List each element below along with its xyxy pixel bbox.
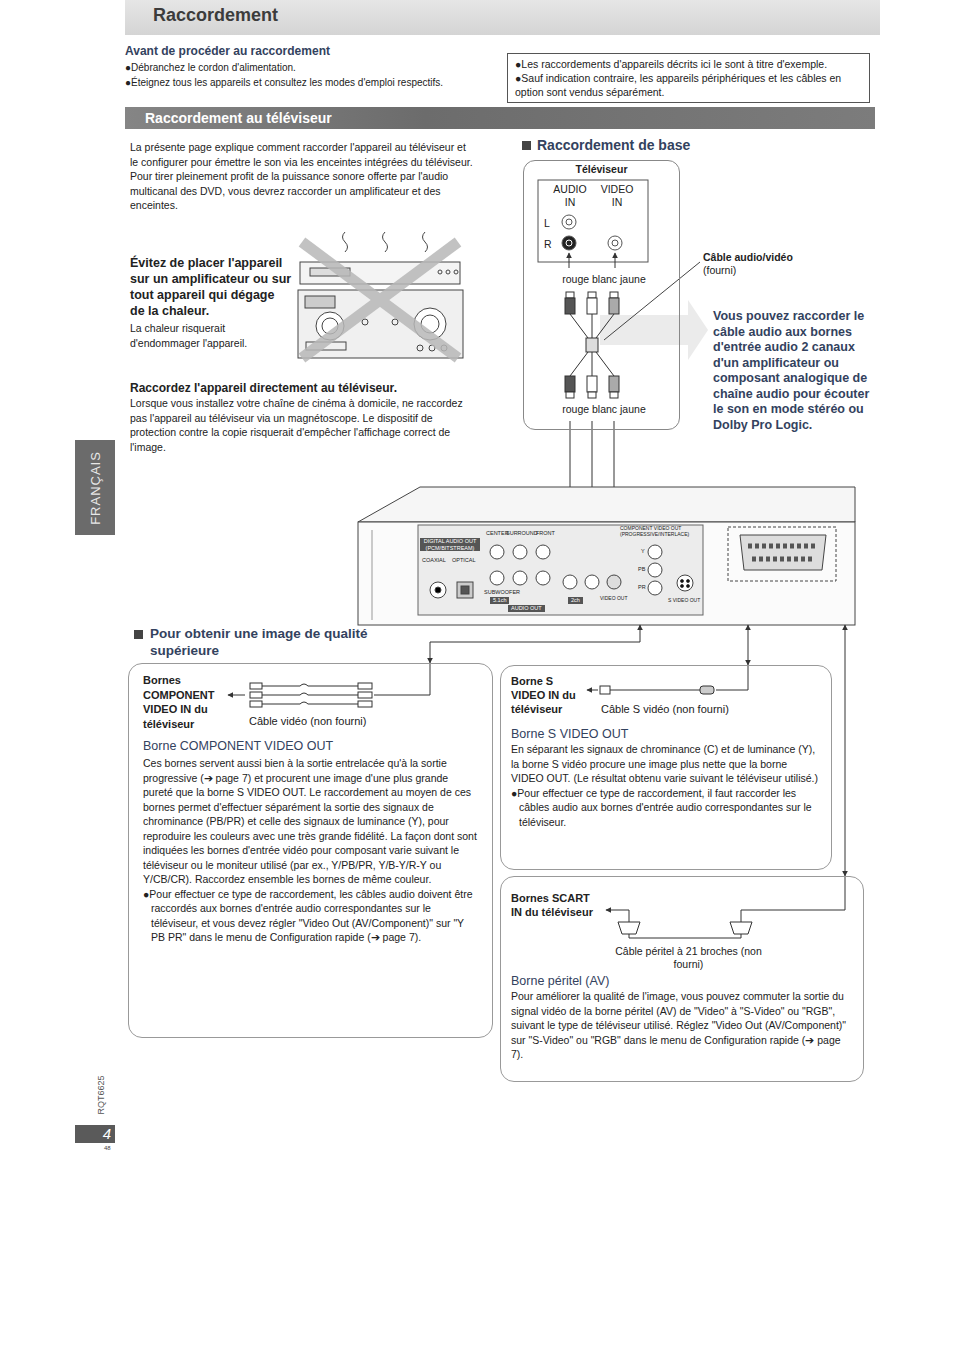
panel-label: 5.1ch [490, 597, 509, 604]
pointer-arrow [587, 690, 598, 691]
box-heading: Borne S VIDEO OUT [511, 726, 819, 742]
terminal-label: AUDIO IN [549, 183, 591, 209]
cable-caption: Câble S vidéo (non fourni) [601, 702, 801, 716]
heading-square [522, 141, 531, 150]
dvd-player: DIGITAL AUDIO OUT (PCM/BITSTREAM) COAXIAL… [358, 485, 855, 625]
pointer-arrow [228, 695, 245, 696]
s-video-cable [600, 686, 714, 694]
cable-caption: Câble vidéo (non fourni) [249, 714, 449, 728]
cable-connector [430, 625, 640, 663]
title-band: Raccordement [125, 0, 880, 35]
pointer-arrow [606, 910, 629, 922]
panel-label: PR [638, 584, 646, 591]
panel-label: PB [638, 566, 645, 573]
language-tab: FRANÇAIS [75, 440, 115, 535]
section-title: Raccordement au téléviseur [145, 109, 332, 127]
note-box: ●Les raccordements d'appareils décrits i… [507, 53, 870, 103]
heading-square [134, 630, 143, 639]
cable-name: Câble audio/vidéo [703, 251, 793, 264]
dvd-player-rear [358, 487, 855, 625]
terminal-label: VIDEO IN [596, 183, 638, 209]
scart-cable [618, 922, 752, 938]
text-column: Raccordez l'appareil directement au télé… [130, 380, 480, 454]
tip-text: Vous pouvez raccorder le câble audio aux… [713, 309, 871, 433]
body-text: Pour améliorer la qualité de l'image, vo… [511, 989, 853, 1062]
document-code: RQT6625 [96, 1075, 107, 1114]
cable-note: (fourni) [703, 264, 736, 277]
box-heading: Borne péritel (AV) [511, 973, 853, 989]
bullet-text: ●Pour effectuer ce type de raccordement,… [143, 887, 478, 945]
page-number: 4 [75, 1125, 111, 1143]
panel-label: S VIDEO OUT [668, 597, 700, 603]
text-column: La présente page explique comment raccor… [130, 140, 475, 213]
panel-label: OPTICAL [452, 557, 476, 564]
sheet-number: 48 [104, 1145, 111, 1152]
terminal-caption: Bornes SCART IN du téléviseur [511, 891, 601, 919]
panel-label: SUBWOOFER [484, 589, 520, 596]
body-text: En séparant les signaux de chrominance (… [511, 742, 819, 786]
section-heading: Pour obtenir une image de qualité supéri… [150, 626, 405, 659]
page-title: Raccordement [153, 4, 278, 26]
leader-line [741, 877, 845, 922]
plug-colors: rouge blanc jaune [539, 403, 669, 416]
component-cable [250, 683, 372, 707]
s-video-box: Borne S VIDEO IN du téléviseurCâble S vi… [500, 665, 832, 870]
amplifier-illustration [298, 232, 463, 358]
panel-label: COMPONENT VIDEO OUT (PROGRESSIVE/INTERLA… [620, 525, 686, 537]
bullet-text: ●Débranchez le cordon d'alimentation. [125, 61, 296, 74]
warning-heading: Évitez de placer l'appareil sur un ampli… [130, 255, 292, 319]
cable-connector [845, 625, 846, 876]
panel-label: SURROUND [506, 530, 538, 537]
leader-line [374, 664, 430, 695]
body-text: Lorsque vous installez votre chaîne de c… [130, 396, 480, 454]
terminal-caption: Bornes COMPONENT VIDEO IN du téléviseur [143, 673, 227, 731]
body-text: La chaleur risquerait d'endommager l'app… [130, 321, 292, 350]
section-band: Raccordement au téléviseur [125, 107, 875, 129]
body-text: La présente page explique comment raccor… [130, 140, 475, 169]
panel-label: COAXIAL [422, 557, 446, 564]
tv-panel [538, 180, 648, 262]
scart-box: Bornes SCART IN du téléviseurCâble périt… [500, 876, 864, 1082]
tv-box: TéléviseurAUDIO INVIDEO IN LRrouge blanc … [523, 160, 680, 430]
warning-heading: Raccordez l'appareil directement au télé… [130, 380, 480, 396]
panel-label: AUDIO OUT [508, 605, 545, 612]
device-name: Téléviseur [524, 163, 679, 176]
panel-label: FRONT [536, 530, 555, 537]
section-intro-heading: Avant de procéder au raccordement [125, 44, 330, 59]
bullet-text: ●Éteignez tous les appareils et consulte… [125, 76, 443, 89]
panel-label: CENTER [486, 530, 509, 537]
panel-label: DIGITAL AUDIO OUT (PCM/BITSTREAM) [420, 538, 480, 551]
body-text: Pour tirer pleinement profit de la puiss… [130, 169, 475, 213]
plug-arrow [615, 253, 616, 268]
cable-caption: Câble péritel à 21 broches (non fourni) [601, 945, 776, 971]
channel-label: L [544, 217, 550, 230]
text-column: Évitez de placer l'appareil sur un ampli… [130, 255, 292, 350]
page-number-box: 4 [75, 1125, 115, 1143]
cable-connector [748, 625, 749, 665]
av-cable [565, 292, 619, 398]
panel-label: VIDEO OUT [600, 595, 628, 601]
cable-connector [592, 430, 593, 485]
note-text: ●Sauf indication contraire, les appareil… [515, 71, 862, 99]
component-box: Bornes COMPONENT VIDEO IN du téléviseurC… [128, 663, 493, 1038]
note-text: ●Les raccordements d'appareils décrits i… [515, 57, 862, 71]
box-heading: Borne COMPONENT VIDEO OUT [143, 738, 478, 754]
plug-colors: rouge blanc jaune [539, 273, 669, 286]
language-name: FRANÇAIS [88, 451, 103, 525]
plug-arrow [569, 253, 570, 268]
terminal-caption: Borne S VIDEO IN du téléviseur [511, 674, 585, 716]
bullet-text: ●Pour effectuer ce type de raccordement,… [511, 786, 819, 830]
section-heading: Raccordement de base [537, 137, 690, 154]
panel-label: Y [641, 548, 645, 555]
cross-mark [302, 242, 458, 358]
panel-label: 2ch [568, 597, 583, 604]
leader-line [716, 666, 748, 690]
body-text: Ces bornes servent aussi bien à la sorti… [143, 756, 478, 887]
channel-label: R [544, 238, 552, 251]
